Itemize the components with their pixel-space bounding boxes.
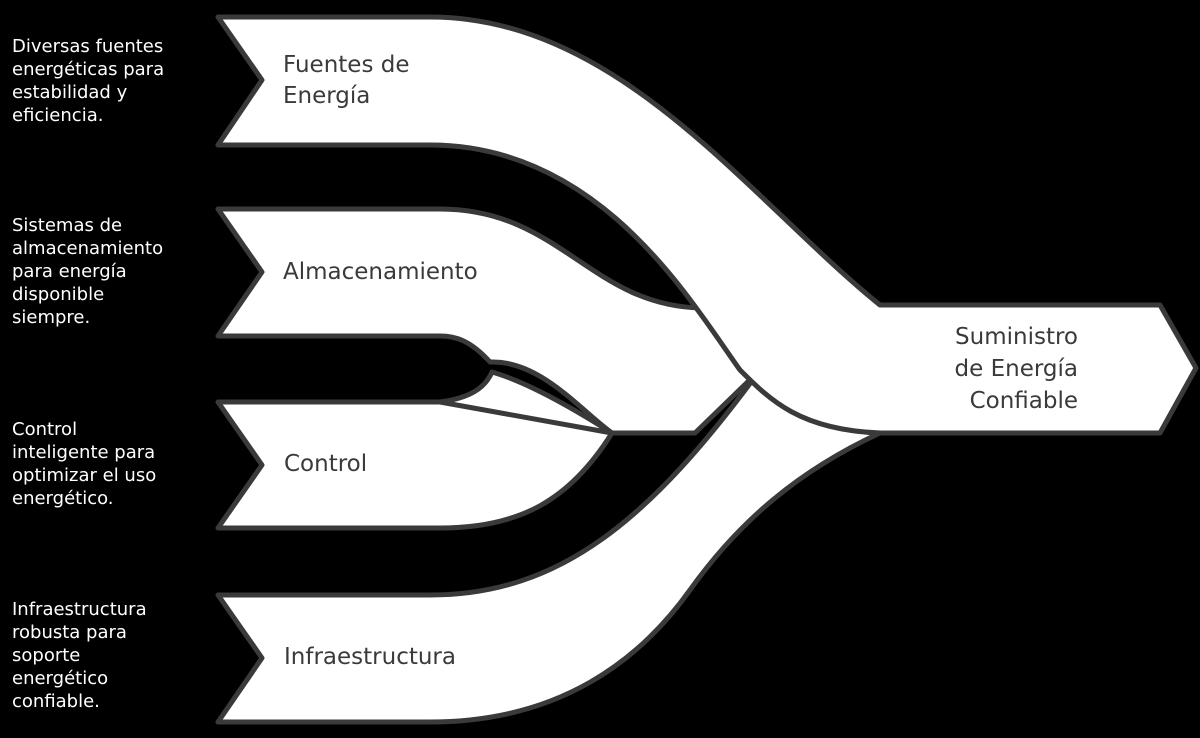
band-fuentes-de-energia — [215, 14, 1199, 436]
label-infraestructura: Infraestructura — [284, 644, 456, 670]
band-connector — [437, 369, 615, 436]
label-fuentes-de-energia: Fuentes de Energía — [283, 52, 410, 109]
label-suministro-de-energia-confiable: Suministro de Energía Confiable — [954, 324, 1078, 414]
band-infraestructura — [215, 367, 883, 725]
note-fuentes-de-energia: Diversas fuentes energéticas para estabi… — [12, 36, 165, 126]
label-control: Control — [284, 451, 368, 477]
note-infraestructura: Infraestructura robusta para soporte ene… — [12, 599, 147, 712]
note-control: Control inteligente para optimizar el us… — [12, 419, 157, 509]
note-almacenamiento: Sistemas de almacenamiento para energía … — [12, 215, 164, 328]
label-almacenamiento: Almacenamiento — [283, 259, 478, 285]
